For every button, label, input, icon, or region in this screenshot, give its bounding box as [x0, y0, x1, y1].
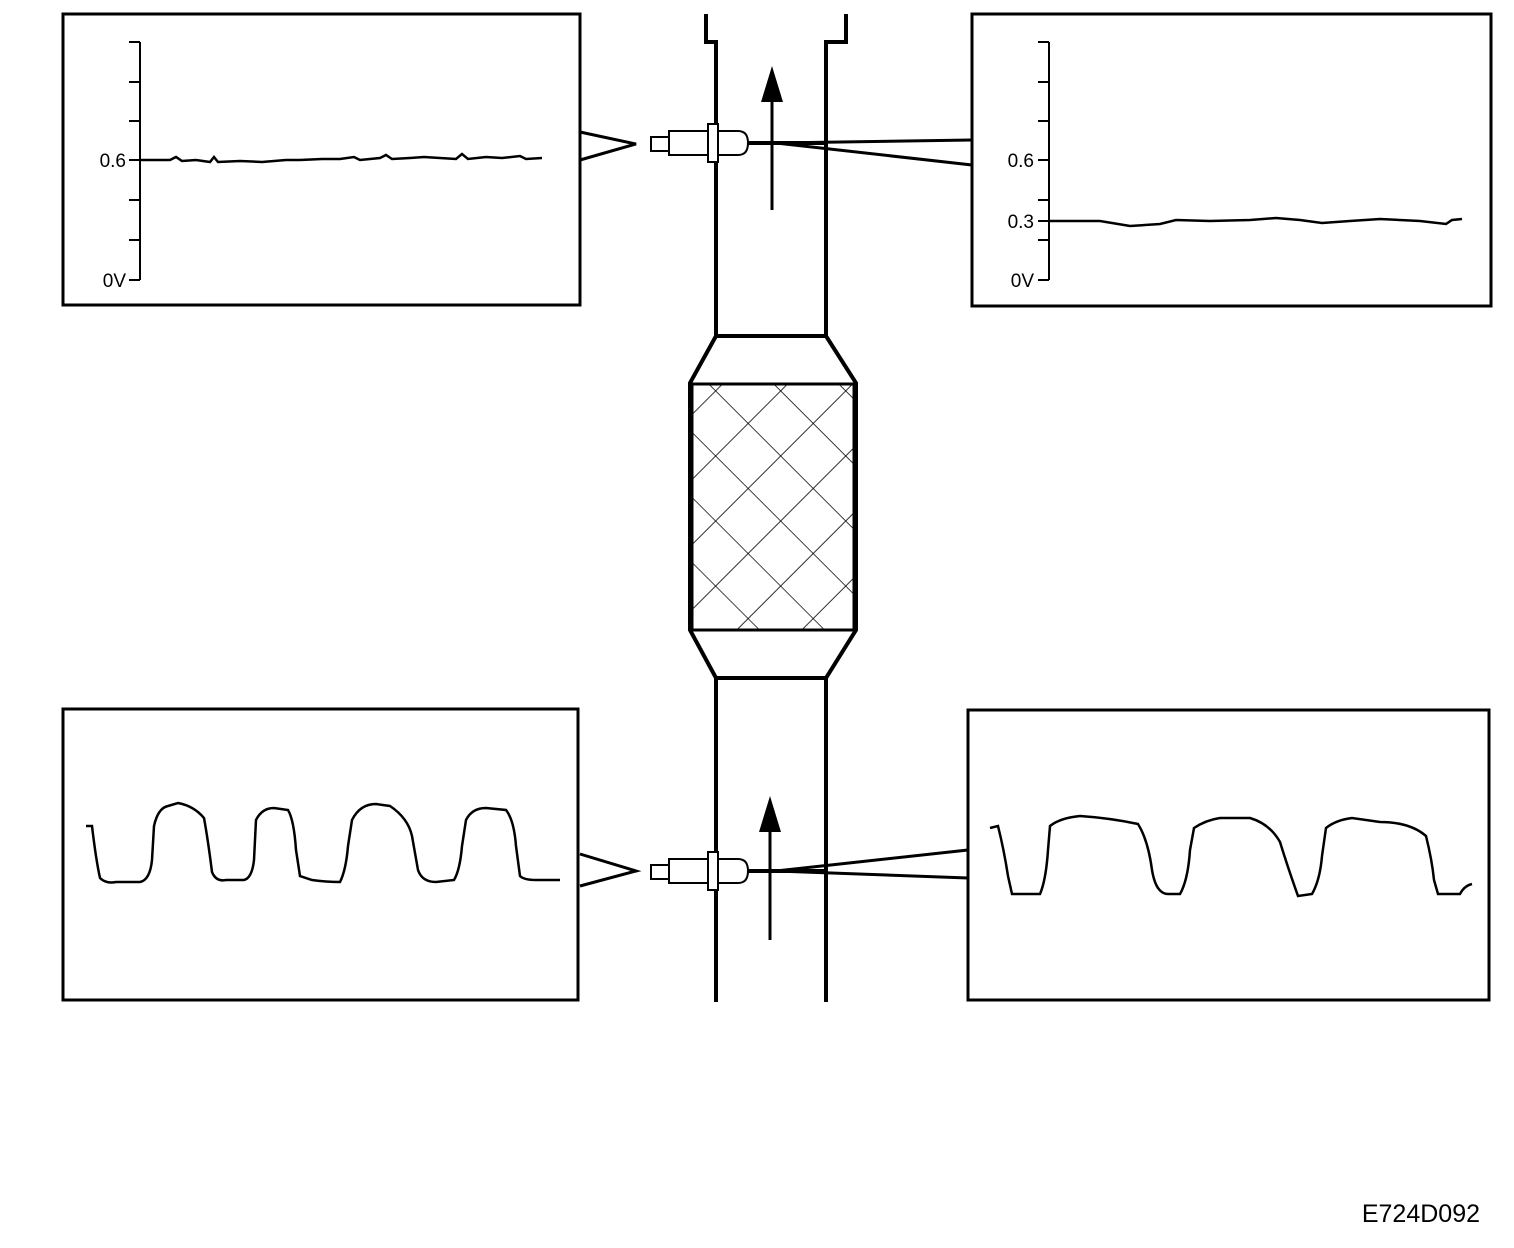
signal-trace-oscillating — [86, 801, 560, 884]
panel-frame — [61, 707, 580, 1002]
signal-trace-oscillating — [989, 814, 1473, 898]
leader-upper-left — [579, 130, 637, 162]
sensor-upper — [650, 123, 826, 163]
sensor-lower — [650, 851, 826, 891]
leader-lower-right — [775, 848, 969, 880]
figure-code: E724D092 — [1362, 1200, 1480, 1228]
pipe-right-wall-upper — [824, 14, 848, 336]
leader-upper-right — [775, 138, 973, 167]
pipe-left-wall-upper — [704, 14, 718, 336]
exhaust-pipe — [688, 14, 858, 1002]
tick-label-0-3: 0.3 — [1008, 212, 1034, 233]
flow-arrow-upper — [761, 66, 783, 210]
panel-upper-right: 0.6 0.3 0V — [970, 12, 1493, 308]
callout-leaders — [579, 130, 973, 888]
tick-label-0-6: 0.6 — [1008, 151, 1034, 172]
signal-trace-steady — [1049, 216, 1463, 228]
panel-frame — [970, 12, 1493, 308]
tick-label-0v: 0V — [1011, 271, 1035, 292]
panel-lower-right — [966, 708, 1491, 1002]
tick-label-0v: 0V — [103, 271, 127, 292]
signal-trace-steady — [140, 152, 543, 164]
flow-arrow-lower — [759, 796, 781, 940]
voltage-axis — [1038, 41, 1050, 281]
leader-lower-left — [579, 852, 642, 888]
tick-label-0-6: 0.6 — [100, 151, 126, 172]
panel-upper-left: 0.6 0V — [61, 12, 582, 307]
panel-frame — [966, 708, 1491, 1002]
catalyst-substrate-mesh — [690, 382, 856, 632]
panel-lower-left — [61, 707, 580, 1002]
